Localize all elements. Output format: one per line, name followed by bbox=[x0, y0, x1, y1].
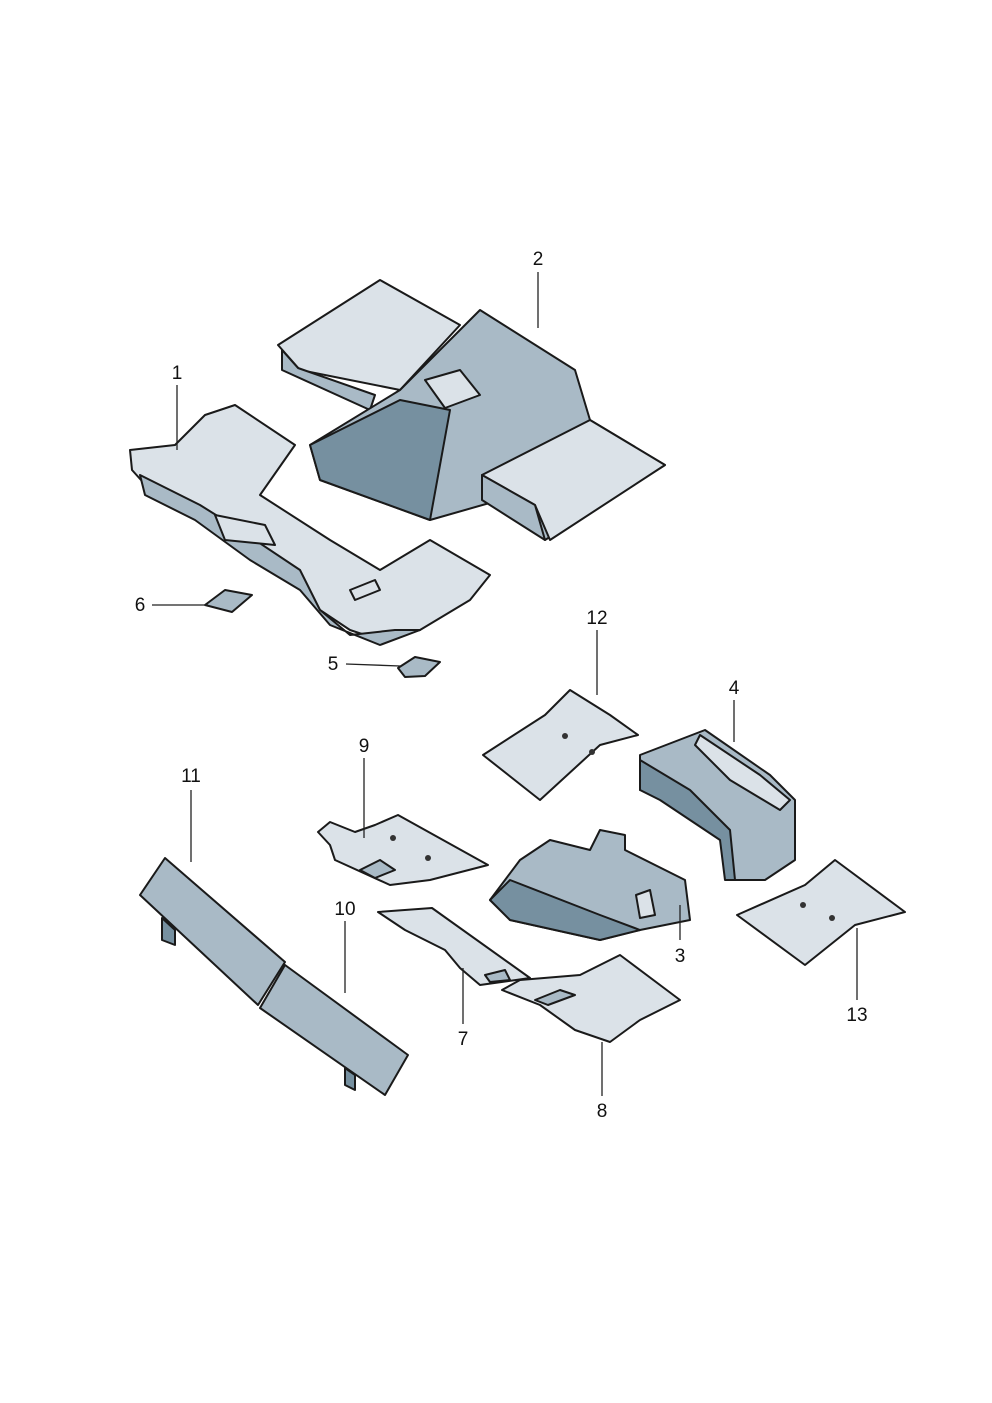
callout-13: 13 bbox=[846, 1005, 867, 1026]
callout-9: 9 bbox=[359, 736, 370, 757]
part-13-pad[interactable] bbox=[736, 859, 906, 966]
leader-lines bbox=[152, 272, 858, 1096]
callout-12: 12 bbox=[586, 608, 607, 629]
callout-3: 3 bbox=[675, 946, 686, 967]
callout-5: 5 bbox=[328, 654, 339, 675]
part-9-pad[interactable] bbox=[317, 814, 489, 886]
part-1-carpet[interactable] bbox=[129, 404, 491, 646]
callout-1: 1 bbox=[172, 363, 183, 384]
part-11-panel[interactable] bbox=[139, 857, 286, 1006]
part-8-pad[interactable] bbox=[501, 954, 681, 1043]
part-3-cover[interactable] bbox=[489, 829, 691, 941]
part-10-panel[interactable] bbox=[259, 964, 409, 1096]
callout-8: 8 bbox=[597, 1101, 608, 1122]
callout-4: 4 bbox=[729, 678, 740, 699]
callout-10: 10 bbox=[334, 899, 355, 920]
callout-6: 6 bbox=[135, 595, 146, 616]
callout-2: 2 bbox=[533, 249, 544, 270]
part-12-pad[interactable] bbox=[482, 689, 639, 801]
part-7-pad[interactable] bbox=[377, 907, 531, 986]
callout-11: 11 bbox=[181, 766, 201, 787]
part-4-cover[interactable] bbox=[639, 729, 796, 881]
part-6-mat[interactable] bbox=[204, 589, 253, 613]
part-2-carpet[interactable] bbox=[277, 279, 666, 541]
part-5-mat[interactable] bbox=[397, 656, 441, 678]
callout-7: 7 bbox=[458, 1029, 469, 1050]
